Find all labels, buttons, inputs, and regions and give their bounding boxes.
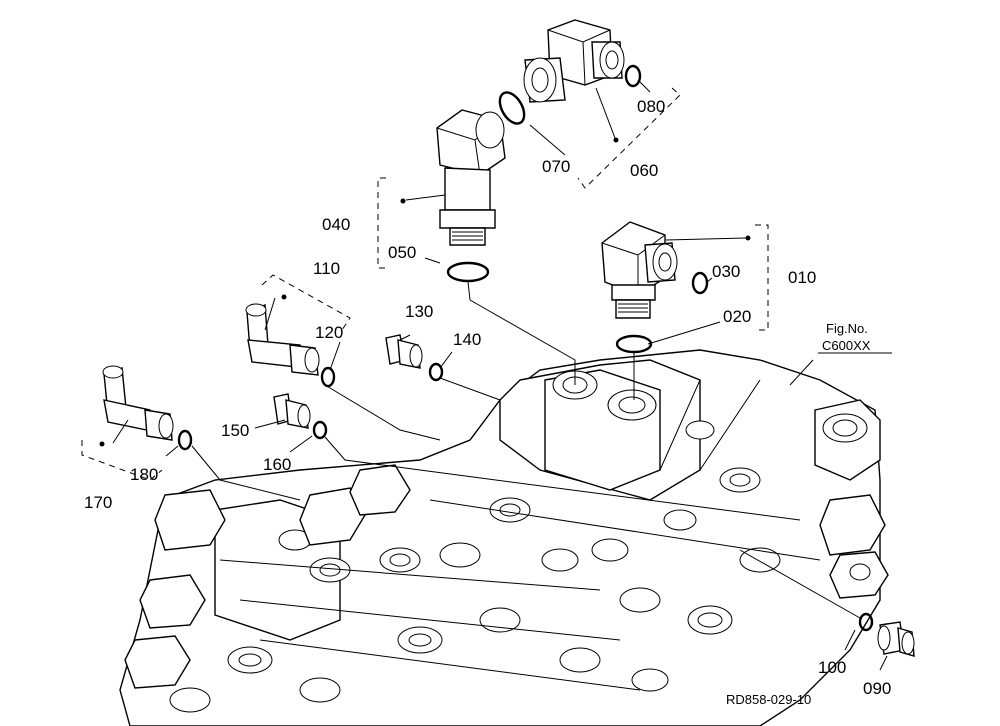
part-100-o-ring (858, 612, 874, 632)
part-040-pressure-switch (436, 109, 506, 246)
part-050-o-ring (446, 261, 490, 283)
drawing-code: RD858-029-10 (726, 692, 811, 707)
part-070-o-ring (498, 91, 526, 125)
assembly-lines (112, 79, 892, 671)
callout-170: 170 (84, 493, 112, 512)
callout-070: 070 (542, 157, 570, 176)
part-030-o-ring (691, 271, 709, 295)
part-080-o-ring (624, 64, 642, 88)
callout-030: 030 (712, 262, 740, 281)
part-160-o-ring (312, 420, 328, 440)
part-130-fitting (385, 334, 423, 369)
part-170-elbow-fitting (102, 365, 174, 441)
callout-040: 040 (322, 215, 350, 234)
callout-100: 100 (818, 658, 846, 677)
fig-no-title: Fig.No. (826, 321, 868, 336)
callout-140: 140 (453, 330, 481, 349)
part-090-fitting (877, 621, 915, 657)
callout-110: 110 (313, 259, 340, 278)
spool-caps-right (819, 494, 889, 599)
callout-labels: 010 020 030 040 050 060 070 080 090 100 … (84, 97, 891, 698)
spool-caps (124, 464, 411, 689)
part-150-fitting (273, 393, 311, 429)
control-valve-body (119, 349, 889, 726)
callout-080: 080 (637, 97, 665, 116)
part-180-o-ring (177, 429, 193, 451)
reference-dots (99, 137, 751, 447)
callout-160: 160 (263, 455, 291, 474)
part-120-o-ring (320, 366, 336, 388)
callout-020: 020 (723, 307, 751, 326)
callout-050: 050 (388, 243, 416, 262)
callout-010: 010 (788, 268, 816, 287)
part-060-elbow-fitting (523, 19, 625, 103)
part-010-elbow-switch (601, 221, 678, 319)
callout-180: 180 (130, 465, 158, 484)
part-140-o-ring (428, 362, 444, 382)
part-110-elbow-fitting (245, 303, 320, 376)
part-020-o-ring (615, 334, 653, 354)
fig-no: C600XX (822, 338, 871, 353)
callout-150: 150 (221, 421, 249, 440)
callout-130: 130 (405, 302, 433, 321)
group-brackets (81, 87, 769, 481)
callout-060: 060 (630, 161, 658, 180)
callout-120: 120 (315, 323, 343, 342)
port-holes (169, 370, 868, 713)
callout-090: 090 (863, 679, 891, 698)
